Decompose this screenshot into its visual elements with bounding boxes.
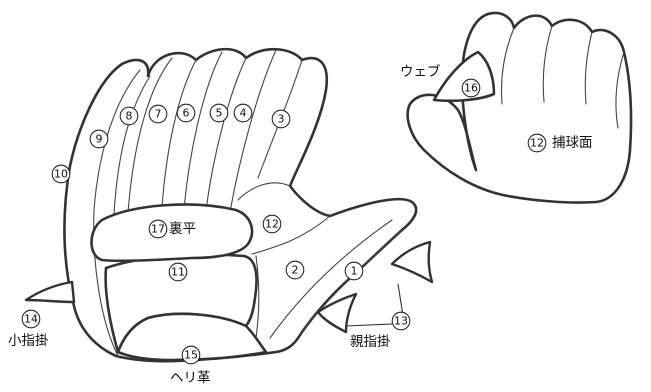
- label-finger-9: 9: [90, 130, 108, 148]
- label-finger-8: 8: [120, 107, 138, 125]
- part-number: 6: [183, 107, 190, 120]
- part-number: 2: [292, 264, 299, 277]
- label-thumb-2: 2: [286, 261, 304, 279]
- label-finger-4: 4: [234, 104, 252, 122]
- part-number: 17: [151, 223, 165, 236]
- part-label: 裏平: [169, 221, 196, 237]
- part-number: 15: [184, 349, 198, 362]
- label-finger-3: 3: [272, 110, 290, 128]
- label-thumb-1: 1: [345, 262, 363, 280]
- part-number: 1: [351, 265, 358, 278]
- part-number: 12: [265, 218, 279, 231]
- part-number: 10: [54, 168, 68, 181]
- part-number: 7: [155, 108, 162, 121]
- part-label: 親指掛: [350, 334, 391, 350]
- part-number: 13: [394, 315, 408, 328]
- label-finger-7: 7: [149, 105, 167, 123]
- part-number: 8: [126, 110, 133, 123]
- label-finger-6: 6: [177, 104, 195, 122]
- part-number: 5: [216, 107, 223, 120]
- glove-back-outline: [408, 13, 631, 203]
- label-finger-10: 10: [52, 165, 70, 183]
- label-palm-12: 12: [263, 215, 281, 233]
- oyayubi-gake-hook-upper: [392, 242, 432, 282]
- glove-palm-view: [26, 49, 432, 361]
- part-number: 9: [96, 133, 103, 146]
- part-label: ウェブ: [400, 63, 441, 80]
- label-palm-11: 11: [169, 263, 187, 281]
- label-finger-5: 5: [210, 104, 228, 122]
- label-oyayubi-gake: 13 親指掛: [350, 312, 410, 350]
- part-number: 12: [530, 137, 544, 150]
- glove-back-view: [408, 13, 631, 203]
- part-number: 16: [464, 82, 478, 95]
- part-label: 小指掛: [8, 333, 49, 349]
- part-number: 11: [171, 266, 185, 279]
- koyubi-gake-hook: [26, 282, 74, 302]
- part-number: 14: [24, 313, 38, 326]
- part-number: 3: [278, 113, 285, 126]
- label-ura-hira: 17 裏平: [149, 220, 196, 238]
- part-label: 捕球面: [552, 135, 593, 151]
- label-koyubi-gake: 14 小指掛: [8, 310, 49, 349]
- part-label: ヘリ革: [170, 370, 211, 386]
- part-number: 4: [240, 107, 247, 120]
- label-hokyu-men: 12 捕球面: [528, 134, 592, 152]
